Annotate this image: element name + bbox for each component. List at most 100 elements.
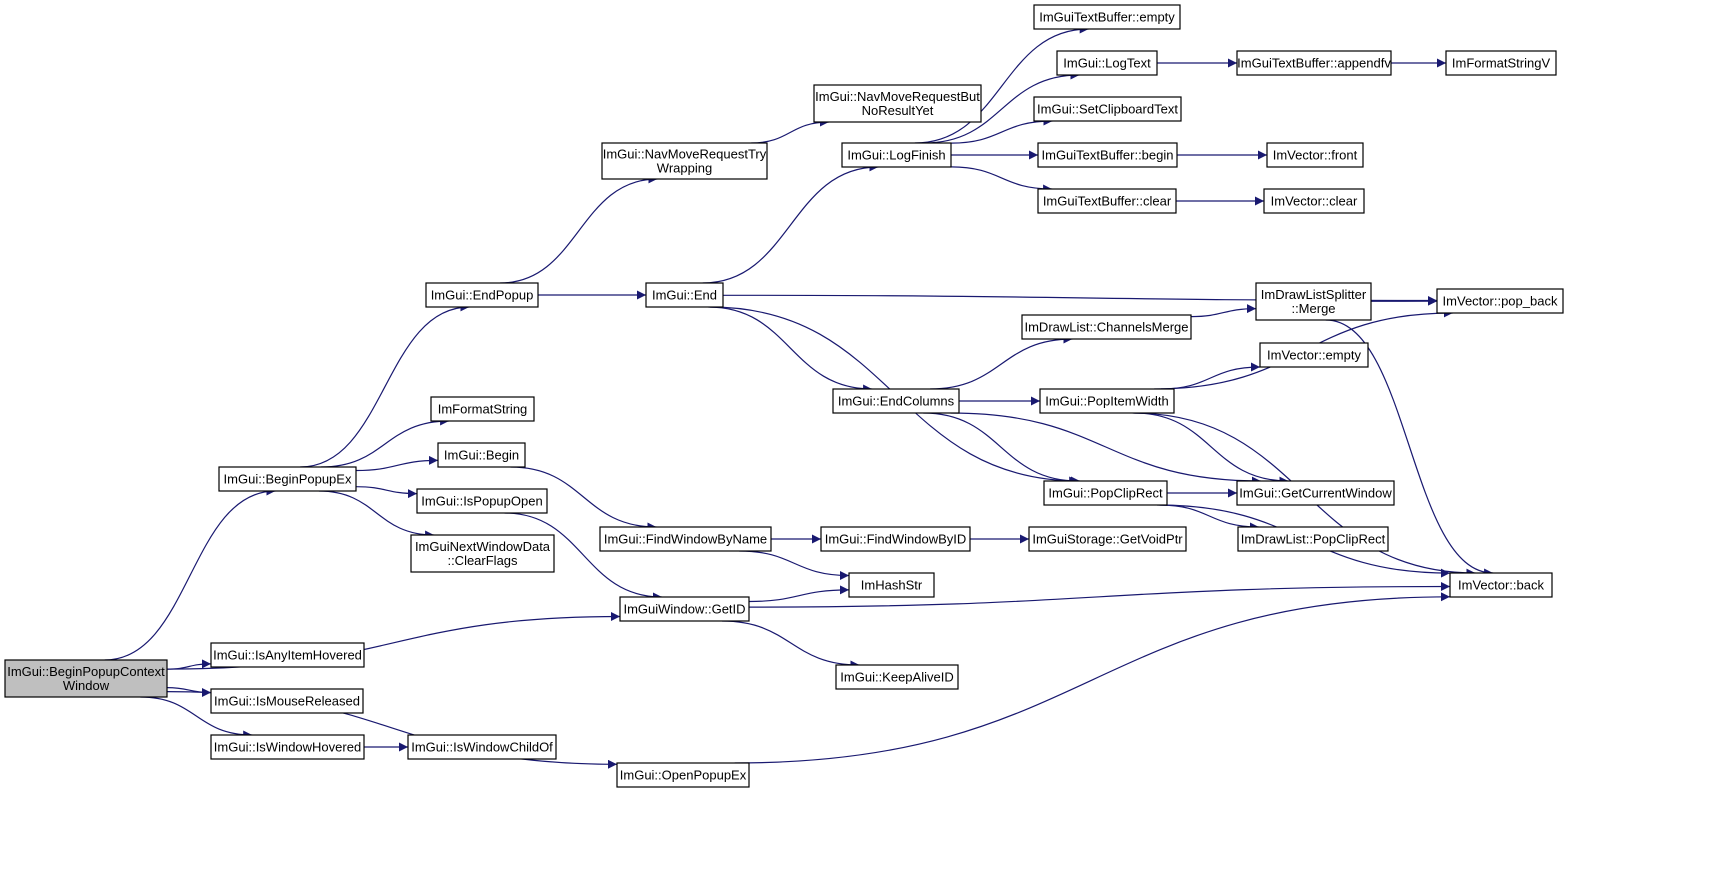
node-imvector-pop-back[interactable]: ImVector::pop_back [1436,288,1564,314]
edge-imgui-beginpopupex-to-imgui-begin [355,455,439,472]
node-imvector-front[interactable]: ImVector::front [1266,142,1364,168]
node-imgui-findwindowbyid[interactable]: ImGui::FindWindowByID [820,526,971,552]
node-box [1263,188,1365,214]
node-label: ImGui::FindWindowByID [825,532,967,547]
node-label: ImVector::empty [1267,348,1361,363]
node-imgui-beginpopupex[interactable]: ImGui::BeginPopupEx [218,466,357,492]
node-label: Wrapping [657,161,712,176]
node-label: ImGui::EndColumns [838,394,955,409]
node-imgui-setclipboardtext[interactable]: ImGui::SetClipboardText [1033,96,1182,122]
node-label: ::Merge [1291,301,1335,316]
edge-imgui-navmoverequesttrywrapping-to-imgui-navmoverequestbutnoresultyet [751,117,830,144]
node-imvector-empty[interactable]: ImVector::empty [1259,342,1369,368]
edge-imgui-end-to-imgui-logfinish [702,162,879,284]
node-label: ImGuiWindow::GetID [623,602,745,617]
node-label: ImGui::IsMouseReleased [214,694,360,709]
node-imgui-iswindowchildof[interactable]: ImGui::IsWindowChildOf [407,734,557,760]
node-box [1236,50,1392,76]
node-box [820,526,971,552]
node-label: ImGui::GetCurrentWindow [1239,486,1392,501]
edge-imgui-begin-to-imgui-findwindowbyname [510,466,657,532]
edge-imgui-findwindowbyname-to-imhashstr [739,550,850,580]
node-imgui-popcliprect[interactable]: ImGui::PopClipRect [1043,480,1168,506]
edge-imgui-logfinish-to-imgui-logtext [923,70,1080,144]
node-label: ImHashStr [861,578,923,593]
node-imgui-ispopupopen[interactable]: ImGui::IsPopupOpen [416,488,548,514]
node-imgui-isanyitemhovered[interactable]: ImGui::IsAnyItemHovered [210,642,365,668]
edge-imgui-openpopupex-to-imvector-back [734,592,1451,764]
node-box [210,688,364,714]
node-box [1039,388,1175,414]
node-imgui-getcurrentwindow[interactable]: ImGui::GetCurrentWindow [1236,480,1395,506]
node-box [4,659,168,698]
node-imgui-begin[interactable]: ImGui::Begin [437,442,526,468]
node-imdrawlistsplitter-merge[interactable]: ImDrawListSplitter::Merge [1255,282,1372,321]
node-label: ImGuiTextBuffer::appendfv [1237,56,1391,71]
node-label: ImGui::EndPopup [431,288,534,303]
node-imgui-openpopupex[interactable]: ImGui::OpenPopupEx [616,762,750,788]
node-imgui-logfinish[interactable]: ImGui::LogFinish [841,142,952,168]
edge-imgui-end-to-imgui-endcolumns [708,306,873,394]
node-box [832,388,960,414]
node-imgui-logtext[interactable]: ImGui::LogText [1056,50,1158,76]
node-imguitextbuffer-empty[interactable]: ImGuiTextBuffer::empty [1033,4,1181,30]
node-imguitextbuffer-begin[interactable]: ImGuiTextBuffer::begin [1037,142,1178,168]
node-label: ImGui::End [652,288,717,303]
node-label: ImGui::SetClipboardText [1037,102,1178,117]
node-label: ImFormatStringV [1452,56,1551,71]
node-imgui-endcolumns[interactable]: ImGui::EndColumns [832,388,960,414]
edge-imgui-beginpopupex-to-imgui-ispopupopen [355,486,418,499]
node-imvector-back[interactable]: ImVector::back [1449,572,1553,598]
node-box [1237,526,1389,552]
node-imhashstr[interactable]: ImHashStr [848,572,935,598]
node-box [410,534,555,573]
edge-imdrawlistsplitter-merge-to-imvector-back [1325,319,1494,578]
edge-imgui-endcolumns-to-imgui-getcurrentwindow [950,412,1261,486]
node-label: ImGui::BeginPopupEx [224,472,352,487]
node-box [407,734,557,760]
node-imgui-popitemwidth[interactable]: ImGui::PopItemWidth [1039,388,1175,414]
node-label: ImGui::LogFinish [847,148,945,163]
node-imgui-keepaliveid[interactable]: ImGui::KeepAliveID [835,664,959,690]
edge-imgui-endcolumns-to-imgui-popcliprect [923,412,1079,486]
edge-imgui-logfinish-to-imgui-setclipboardtext [950,116,1053,144]
node-label: ImVector::pop_back [1443,294,1558,309]
node-label: ImGui::IsWindowChildOf [411,740,553,755]
node-imguinextwindowdata-clearflags[interactable]: ImGuiNextWindowData::ClearFlags [410,534,555,573]
node-label: ImGui::PopClipRect [1048,486,1163,501]
node-label: ImVector::clear [1271,194,1358,209]
node-imguistorage-getvoidptr[interactable]: ImGuiStorage::GetVoidPtr [1028,526,1187,552]
edge-imgui-endpopup-to-imgui-navmoverequesttrywrapping [500,174,658,284]
node-box [1266,142,1364,168]
node-box [1037,142,1178,168]
node-imformatstringv[interactable]: ImFormatStringV [1445,50,1557,76]
node-imguiwindow-getid[interactable]: ImGuiWindow::GetID [619,596,750,622]
edge-imgui-beginpopupcontextwindow-to-imgui-iswindowhovered [140,696,253,740]
node-imgui-endpopup[interactable]: ImGui::EndPopup [425,282,539,308]
node-imdrawlist-channelsmerge[interactable]: ImDrawList::ChannelsMerge [1021,314,1192,340]
node-box [425,282,539,308]
node-box [1445,50,1557,76]
node-imguitextbuffer-appendfv[interactable]: ImGuiTextBuffer::appendfv [1236,50,1392,76]
node-box [1033,4,1181,30]
node-box [430,396,535,422]
node-imformatstring[interactable]: ImFormatString [430,396,535,422]
node-imvector-clear[interactable]: ImVector::clear [1263,188,1365,214]
node-label: ::ClearFlags [447,553,518,568]
node-box [210,734,365,760]
node-label: ImDrawList::PopClipRect [1241,532,1386,547]
node-imgui-iswindowhovered[interactable]: ImGui::IsWindowHovered [210,734,365,760]
node-label: Window [63,678,110,693]
node-imgui-findwindowbyname[interactable]: ImGui::FindWindowByName [599,526,772,552]
node-imgui-ismousereleased[interactable]: ImGui::IsMouseReleased [210,688,364,714]
node-imguitextbuffer-clear[interactable]: ImGuiTextBuffer::clear [1037,188,1177,214]
node-label: ImGuiTextBuffer::begin [1042,148,1174,163]
node-imdrawlist-popcliprect[interactable]: ImDrawList::PopClipRect [1237,526,1389,552]
node-box [1021,314,1192,340]
node-label: ImGui::Begin [444,448,519,463]
node-imgui-end[interactable]: ImGui::End [645,282,724,308]
